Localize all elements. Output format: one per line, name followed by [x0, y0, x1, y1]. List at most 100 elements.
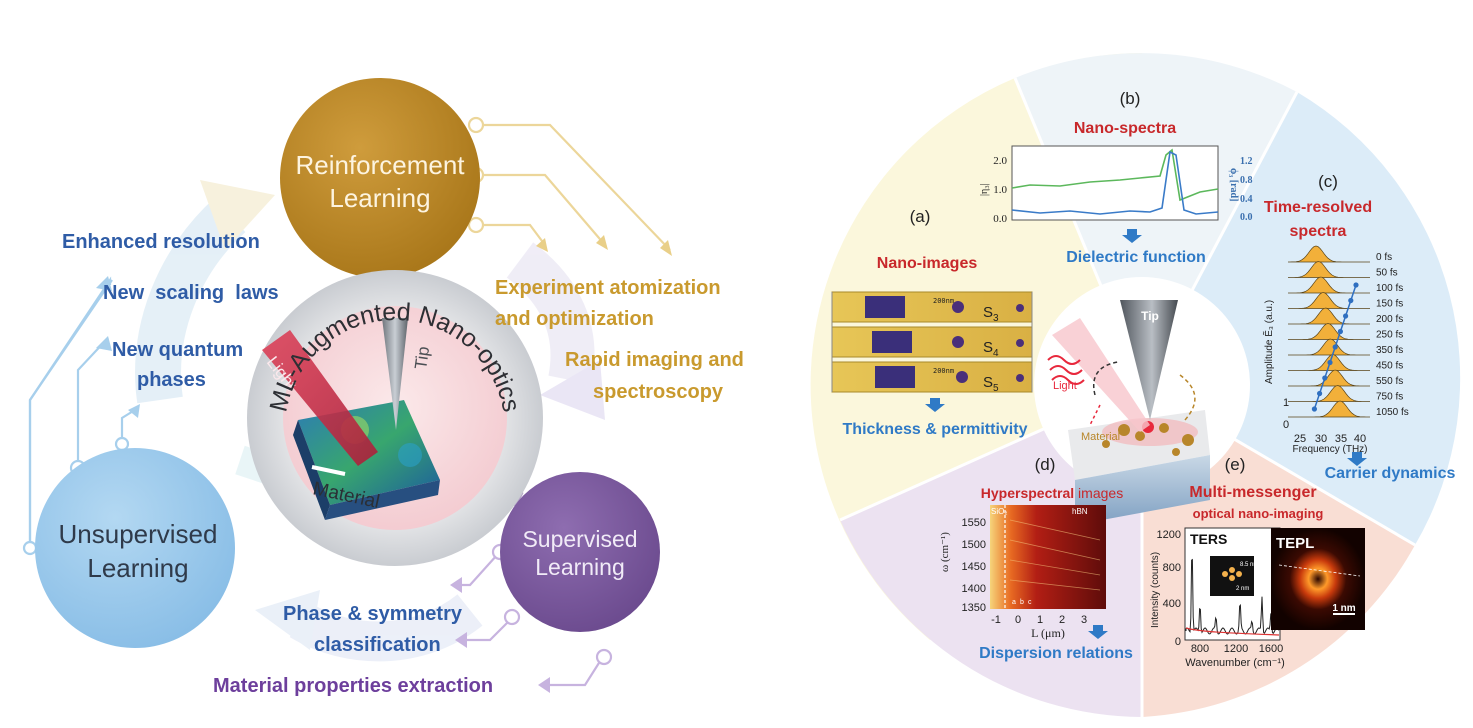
- outcome-material-properties: Material properties extraction: [213, 675, 493, 697]
- peak-point: [1348, 297, 1354, 304]
- spectrum-trace: [1288, 338, 1370, 356]
- d-region-left: SiO₂: [991, 507, 1007, 516]
- light-beam: [262, 330, 378, 466]
- panel-b: (b) Nano-spectra 2.0 1.0 0.0 |η₃| 1.2 0.…: [979, 89, 1253, 266]
- peak-point: [1311, 406, 1317, 412]
- left-diagram: Reinforcement Learning Unsupervised Lear…: [22, 78, 744, 697]
- substrate: [1075, 455, 1210, 525]
- panel-b-letter: (b): [1120, 89, 1141, 108]
- layer-s5: S5: [983, 374, 999, 394]
- delay-label: 150 fs: [1376, 299, 1403, 310]
- delay-label: 350 fs: [1376, 345, 1403, 356]
- flow-arrows: [135, 180, 605, 662]
- peak-point: [1322, 375, 1328, 381]
- tepl-scale: 1 nm: [1332, 603, 1355, 614]
- unsupervised-label-2: Learning: [87, 553, 188, 583]
- c-ytick-0: 0: [1283, 419, 1289, 431]
- unsupervised-arrowheads: [96, 276, 140, 418]
- outcome-rapid-imaging: Rapid imaging and: [565, 349, 744, 371]
- panel-e: (e) Multi-messenger optical nano-imaging…: [1150, 455, 1365, 669]
- e-xtick-0: 800: [1191, 643, 1209, 655]
- d-ytick-4: 1350: [962, 602, 986, 614]
- peak-point: [1327, 359, 1333, 366]
- e-ytick-3: 0: [1175, 636, 1181, 648]
- b-left-tick-0: 2.0: [993, 155, 1007, 167]
- right-material-label: Material: [1081, 431, 1120, 443]
- d-xtick-2: 1: [1037, 614, 1043, 626]
- tip-label: Tip: [411, 345, 433, 370]
- right-tip: [1120, 300, 1178, 420]
- delay-label: 1050 fs: [1376, 407, 1409, 418]
- delay-label: 250 fs: [1376, 330, 1403, 341]
- delay-label: 450 fs: [1376, 361, 1403, 372]
- supervised-label-2: Learning: [535, 554, 625, 580]
- d-xtick-1: 0: [1015, 614, 1021, 626]
- supervised-node: [500, 472, 660, 632]
- layer-s3: S3: [983, 304, 999, 324]
- peak-point: [1332, 344, 1338, 350]
- sector-c: [1142, 92, 1461, 545]
- reinforcement-node: [280, 78, 480, 278]
- e-ytick-0: 1200: [1157, 529, 1181, 541]
- c-xtick-2: 35: [1335, 433, 1347, 445]
- hyperspectral-image: [990, 505, 1106, 609]
- b-right-tick-1: 0.8: [1240, 175, 1253, 186]
- delay-label: 0 fs: [1376, 252, 1392, 263]
- delay-label: 750 fs: [1376, 392, 1403, 403]
- outcome-classification: classification: [314, 634, 441, 656]
- layer-s4: S4: [983, 339, 999, 359]
- b-right-axis-label: ϕ₃ [rad]: [1228, 168, 1239, 201]
- c-xtick-1: 30: [1315, 433, 1327, 445]
- e-xtick-1: 1200: [1224, 643, 1248, 655]
- delay-label: 50 fs: [1376, 268, 1398, 279]
- spectrum-trace: [1288, 307, 1370, 325]
- arrow-d: [1088, 625, 1108, 639]
- right-light-label: Light: [1053, 380, 1077, 392]
- outcome-phases: phases: [137, 369, 206, 391]
- c-xlabel: Frequency (THz): [1292, 444, 1367, 455]
- d-xtick-3: 2: [1059, 614, 1065, 626]
- d-xtick-4: 3: [1081, 614, 1087, 626]
- e-ylabel: Intensity (counts): [1150, 552, 1161, 628]
- center-node: Light Tip Material ML-Augmented Nano-opt…: [247, 270, 543, 566]
- outcome-spectroscopy: spectroscopy: [593, 381, 724, 403]
- spectra-plot-frame: [1011, 145, 1219, 221]
- panel-e-subtitle: optical nano-imaging: [1193, 506, 1324, 521]
- reinforcement-label-2: Learning: [329, 183, 430, 213]
- b-right-tick-3: 0.0: [1240, 212, 1253, 223]
- outcome-new-quantum: New quantum: [112, 339, 243, 361]
- b-left-tick-2: 0.0: [993, 213, 1007, 225]
- panel-d: (d) Hyperspectral images SiO₂ hBN a b c …: [939, 455, 1133, 662]
- e-xtick-2: 1600: [1259, 643, 1283, 655]
- panel-d-title: Hyperspectral images: [981, 485, 1123, 501]
- d-abc-b: b: [1020, 599, 1024, 606]
- c-ytick-1: 1: [1283, 397, 1289, 409]
- e-xlabel: Wavenumber (cm⁻¹): [1185, 657, 1285, 669]
- d-ytick-2: 1450: [962, 561, 986, 573]
- spectrum-trace: [1288, 400, 1370, 418]
- outcome-experiment-atomization: Experiment atomization: [495, 277, 721, 299]
- delay-label: 100 fs: [1376, 283, 1403, 294]
- panel-a-title: Nano-images: [877, 255, 978, 272]
- scale-label-2: 200nm: [933, 367, 954, 375]
- d-ytick-1: 1500: [962, 539, 986, 551]
- supervised-arrowheads: [450, 577, 550, 693]
- d-abc-a: a: [1012, 599, 1016, 606]
- panel-a-letter: (a): [910, 207, 931, 226]
- reinforcement-links: [467, 116, 671, 251]
- amplitude-curve: [1011, 148, 1219, 202]
- phase-curve: [1011, 150, 1219, 215]
- outcome-phase-symmetry: Phase & symmetry: [283, 603, 463, 625]
- panel-b-title: Nano-spectra: [1074, 120, 1176, 137]
- b-left-axis-label: |η₃|: [979, 183, 990, 196]
- delay-label: 200 fs: [1376, 314, 1403, 325]
- spectrum-trace: [1288, 323, 1370, 340]
- e-ytick-1: 800: [1163, 562, 1181, 574]
- right-diagram: Tip Light Material (a) Nano-images: [810, 53, 1461, 717]
- outcome-enhanced-resolution: Enhanced resolution: [62, 231, 260, 253]
- c-xtick-0: 25: [1294, 433, 1306, 445]
- panel-d-letter: (d): [1035, 455, 1056, 474]
- tip: [382, 318, 408, 430]
